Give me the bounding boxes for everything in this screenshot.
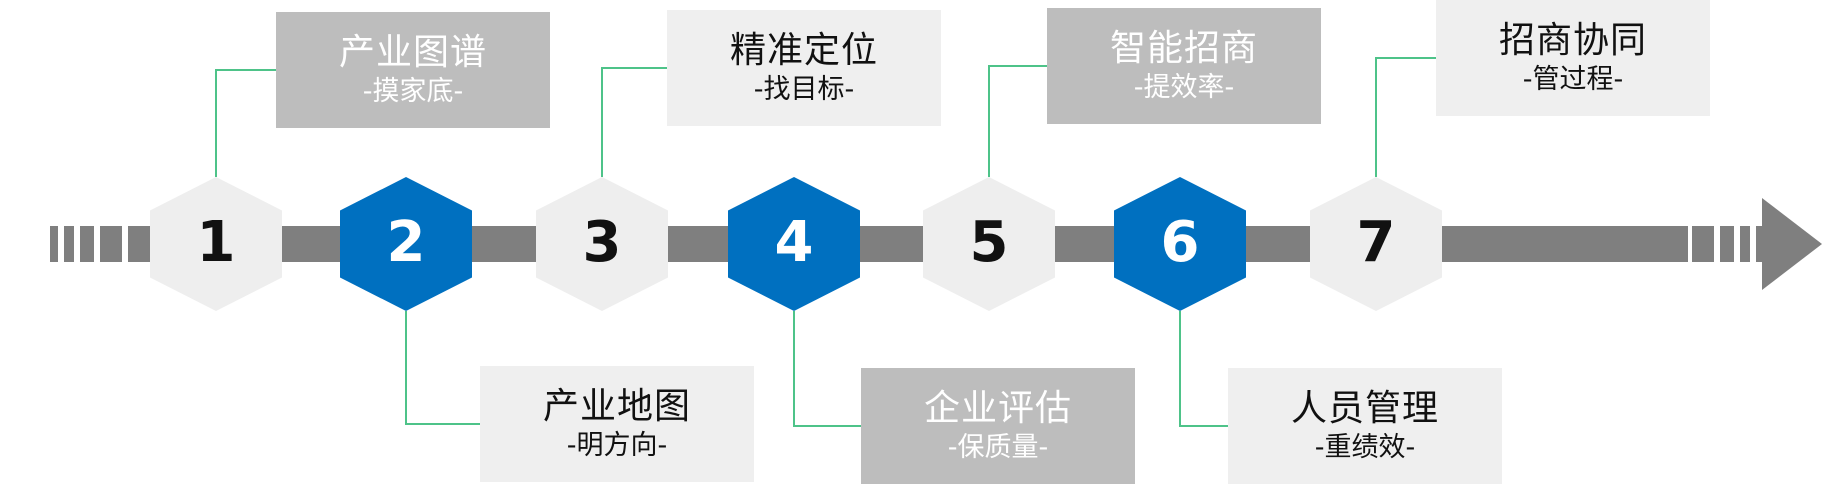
step-subtitle: -保质量- [947,432,1049,463]
arrow-dash [1692,226,1714,262]
step-card-2: 产业地图-明方向- [480,366,754,482]
connector-line-7 [1375,57,1436,177]
arrow-dash [1756,226,1764,262]
step-number-6: 6 [1161,210,1200,275]
step-number-2: 2 [387,210,426,275]
step-number-5: 5 [970,210,1009,275]
arrow-dash [1720,226,1734,262]
step-hexagon-1 [150,177,282,311]
arrow-head [1762,198,1822,290]
step-number-4: 4 [775,210,814,275]
connector-line-6 [1179,311,1228,427]
arrow-dash [80,226,94,262]
step-title: 招商协同 [1498,20,1647,61]
connector-line-5 [988,65,1047,177]
step-subtitle: -重绩效- [1314,432,1416,463]
step-card-5: 智能招商-提效率- [1047,8,1321,124]
step-hexagon-6 [1114,177,1246,311]
arrow-dash [50,226,58,262]
step-hexagon-3 [536,177,668,311]
step-card-1: 产业图谱-摸家底- [276,12,550,128]
connector-line-2 [405,311,480,425]
step-card-7: 招商协同-管过程- [1436,0,1710,116]
step-number-7: 7 [1357,210,1396,275]
step-title: 产业图谱 [338,32,487,73]
step-card-6: 人员管理-重绩效- [1228,368,1502,484]
step-title: 企业评估 [923,388,1072,429]
step-hexagon-5 [923,177,1055,311]
step-title: 智能招商 [1109,28,1258,69]
step-title: 产业地图 [542,386,691,427]
arrow-dash [64,226,74,262]
step-subtitle: -管过程- [1522,64,1624,95]
connector-line-3 [601,67,667,177]
step-number-1: 1 [197,210,236,275]
step-subtitle: -提效率- [1133,72,1235,103]
step-card-4: 企业评估-保质量- [861,368,1135,484]
step-title: 精准定位 [729,30,878,71]
connector-line-1 [215,69,276,177]
step-subtitle: -明方向- [566,430,668,461]
step-number-3: 3 [583,210,622,275]
step-hexagon-4 [728,177,860,311]
step-title: 人员管理 [1290,388,1439,429]
step-subtitle: -找目标- [753,74,855,105]
step-hexagon-2 [340,177,472,311]
arrow-dash [1740,226,1750,262]
step-card-3: 精准定位-找目标- [667,10,941,126]
connector-lines [215,57,1436,427]
connector-line-4 [793,311,861,427]
step-markers: 1 2 3 4 5 6 7 [150,177,1442,311]
arrow-dash [100,226,122,262]
step-hexagon-7 [1310,177,1442,311]
step-subtitle: -摸家底- [362,76,464,107]
